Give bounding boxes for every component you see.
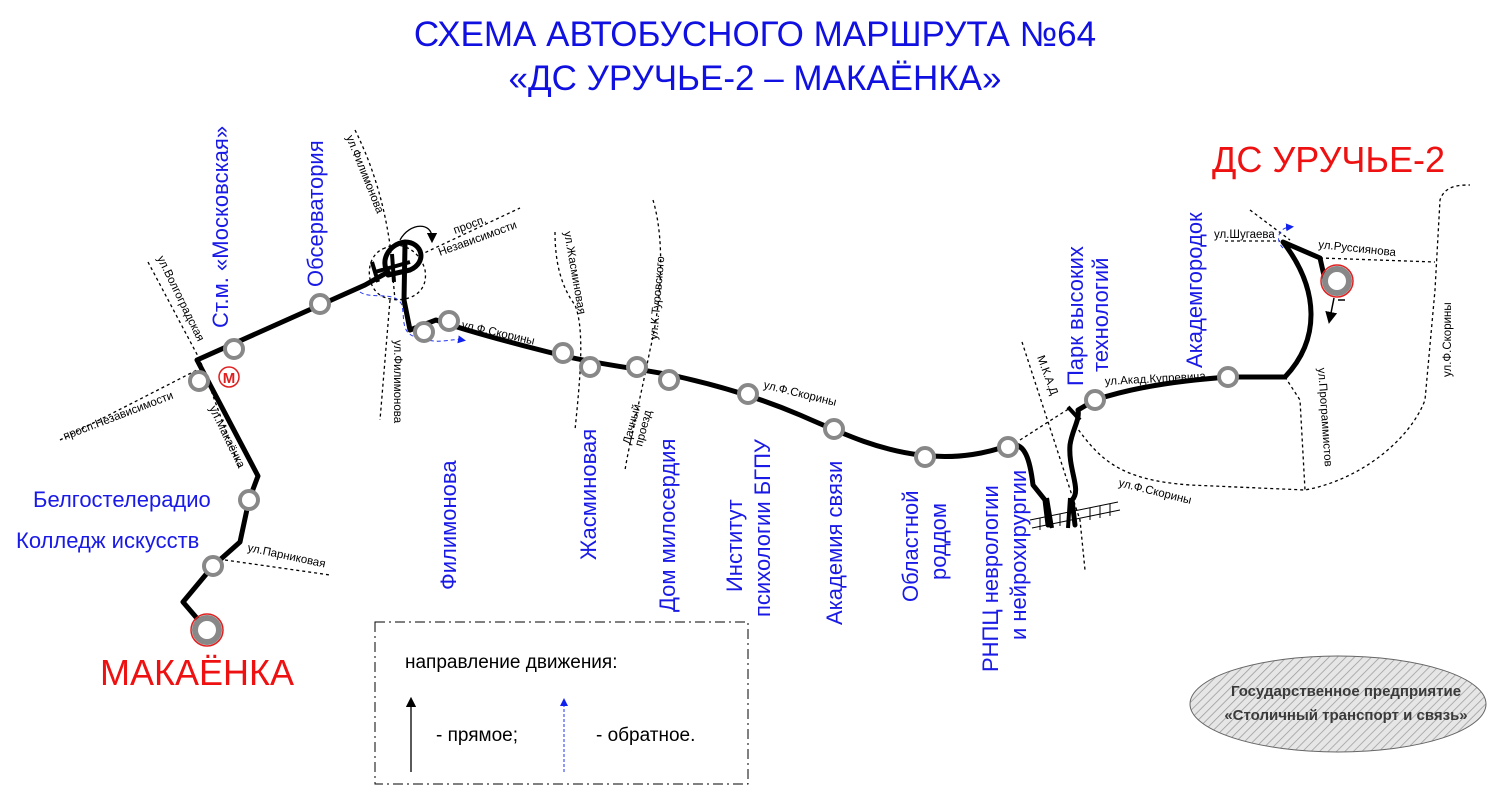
label-zhasminovaya: Жасминовая: [576, 429, 601, 560]
street-russiyanova: ул.Руссиянова: [1318, 239, 1397, 259]
street-turovskogo: ул.К.Туровского: [648, 256, 667, 340]
turn-arrow-icon: [399, 225, 438, 244]
stop-dom-miloserdiya-a[interactable]: [626, 356, 648, 378]
stop-filimonova-b[interactable]: [438, 310, 460, 332]
metro-icon: М: [218, 366, 240, 388]
label-terminal-uruchye: ДС УРУЧЬЕ-2: [1212, 139, 1445, 180]
stop-roddom[interactable]: [914, 446, 936, 468]
street-parnikovaya: ул.Парниковая: [246, 542, 326, 570]
label-institut-1: Институт: [722, 499, 747, 592]
label-akademiya: Академия связи: [822, 461, 847, 625]
direction-arrow-icon: [1330, 297, 1345, 318]
stop-akademiya[interactable]: [823, 418, 845, 440]
label-filimonova: Филимонова: [436, 460, 461, 590]
terminal-uruchye[interactable]: [1320, 264, 1354, 298]
street-nezavisimosti-left: просп.Независимости: [62, 390, 175, 443]
street-filimonova-bottom: ул.Филимонова: [391, 340, 403, 424]
stops: М: [188, 264, 1354, 647]
label-institut-2: психологии БГПУ: [750, 438, 775, 617]
stop-filimonova-a[interactable]: [413, 321, 435, 343]
legend-forward: - прямое;: [436, 725, 518, 746]
label-belgosteleradio: Белгостелерадио: [33, 487, 211, 512]
stop-belgosteleradio[interactable]: [238, 489, 260, 511]
reverse-direction-path: [359, 291, 466, 344]
street-programmistov: ул.Программистов: [1315, 367, 1334, 467]
stop-dom-miloserdiya-b[interactable]: [658, 369, 680, 391]
street-mkad: М.К.А.Д: [1034, 354, 1059, 397]
street-skoriny-3: ул.Ф.Скорины: [1117, 477, 1192, 507]
stop-observatoriya[interactable]: [309, 293, 331, 315]
stop-akademgorodok[interactable]: [1217, 366, 1239, 388]
stop-rnpc[interactable]: [997, 436, 1019, 458]
street-skoriny-4: ул.Ф.Скорины: [1442, 302, 1454, 377]
operator-logo: Государственное предприятие «Столичный т…: [1189, 655, 1487, 753]
legend-reverse: - обратное.: [596, 725, 695, 746]
label-park-2: технологий: [1088, 258, 1113, 372]
stop-moskovskaya-b[interactable]: [223, 338, 245, 360]
terminal-makayonka[interactable]: [190, 613, 224, 647]
title-line-2: «ДС УРУЧЬЕ-2 – МАКАЁНКА»: [509, 59, 1002, 98]
label-moskovskaya: Ст.м. «Московская»: [208, 126, 233, 328]
stop-zhasminovaya-b[interactable]: [579, 356, 601, 378]
label-dom-miloserdiya: Дом милосердия: [655, 439, 680, 612]
label-akademgorodok: Академгородок: [1182, 212, 1207, 368]
title-line-1: СХЕМА АВТОБУСНОГО МАРШРУТА №64: [414, 15, 1096, 54]
logo-line-1: Государственное предприятие: [1231, 683, 1461, 700]
label-kolledzh: Колледж искусств: [16, 528, 199, 553]
street-kuprevicha: ул.Акад.Купревича: [1105, 371, 1207, 388]
logo-line-2: «Столичный транспорт и связь»: [1224, 707, 1467, 724]
label-park-1: Парк высоких: [1063, 246, 1088, 386]
stop-kolledzh[interactable]: [202, 555, 224, 577]
label-rnpc-2: и нейрохирургии: [1006, 470, 1031, 640]
legend: направление движения: - прямое; - обратн…: [374, 621, 749, 785]
label-observatoriya: Обсерватория: [303, 140, 328, 287]
street-zhasminovaya: ул.Жасминовая: [561, 230, 587, 315]
stop-park[interactable]: [1084, 389, 1106, 411]
svg-text:М: М: [223, 370, 236, 387]
street-volgogradskaya: ул.Волгоградская: [154, 254, 206, 343]
stop-moskovskaya-a[interactable]: [188, 370, 210, 392]
street-skoriny-1: ул.Ф.Скорины: [460, 319, 535, 347]
street-filimonova-top: ул.Филимонова: [343, 134, 385, 216]
reverse-direction-loop: [1278, 223, 1294, 249]
stop-zhasminovaya-a[interactable]: [552, 342, 574, 364]
label-terminal-makayonka: МАКАЁНКА: [100, 652, 294, 693]
street-shugaeva: ул.Шугаева: [1214, 229, 1275, 241]
legend-heading: направление движения:: [405, 652, 618, 673]
label-rnpc-1: РНПЦ неврологии: [978, 485, 1003, 672]
label-roddom-1: Областной: [898, 490, 923, 602]
stop-institut[interactable]: [737, 383, 759, 405]
label-roddom-2: роддом: [926, 503, 951, 580]
